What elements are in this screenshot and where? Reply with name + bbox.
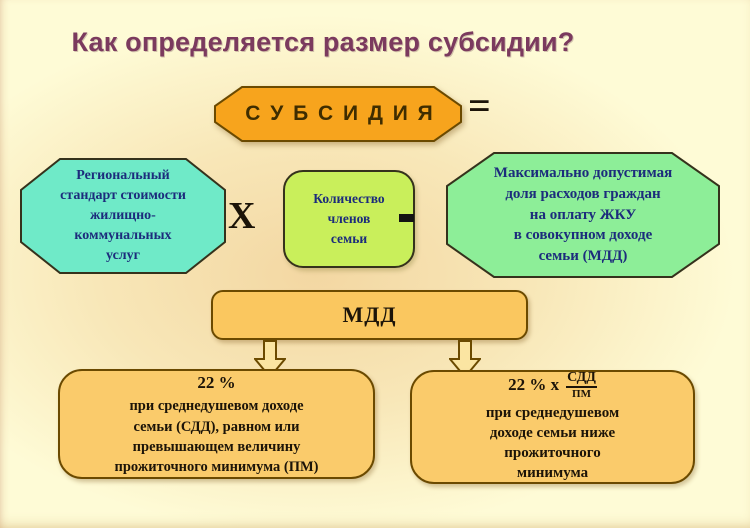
text-line: доля расходов граждан	[505, 185, 661, 202]
text-line: членов	[327, 210, 371, 226]
text-line: услуг	[106, 247, 140, 263]
regional-octagon	[20, 158, 226, 274]
text-line: минимума	[516, 465, 589, 482]
percent-value: 22 %	[197, 372, 236, 392]
multiply-sign: X	[228, 195, 256, 237]
fraction-numerator: СДД	[566, 370, 597, 388]
max-share-octagon	[446, 152, 720, 278]
text-line: семьи (СДД), равном или	[133, 418, 300, 435]
formula-prefix: 22 % х	[508, 374, 560, 394]
family-members-box: Количество членов семьи	[283, 170, 415, 268]
formula: 22 % х СДД ПМ	[508, 370, 597, 400]
text-line: при среднедушевом	[485, 404, 620, 421]
text-line: стандарт стоимости	[60, 188, 186, 204]
max-share-text: Максимально допустимая доля расходов гра…	[446, 152, 720, 278]
text-line: Количество	[313, 190, 385, 206]
subsidy-label: С У Б С И Д И Я	[245, 102, 435, 125]
regional-standard-shape: Региональный стандарт стоимости жилищно-…	[20, 158, 226, 274]
equals-sign: =	[468, 83, 491, 128]
text-line: Максимально допустимая	[493, 165, 673, 182]
fraction: СДД ПМ	[566, 370, 597, 400]
text-line: прожиточного минимума (ПМ)	[114, 459, 319, 476]
text-line: на оплату ЖКУ	[529, 206, 637, 223]
down-arrow-icon	[252, 340, 288, 379]
text-line: в совокупном доходе	[513, 227, 653, 244]
text-line: превышающем величину	[132, 438, 301, 455]
fraction-denominator: ПМ	[572, 387, 591, 400]
minus-sign	[399, 214, 414, 222]
text-line: при среднедушевом доходе	[129, 398, 304, 415]
text-line: прожиточного	[504, 445, 601, 461]
case-equal-or-above-box: 22 % при среднедушевом доходе семьи (СДД…	[58, 369, 375, 479]
text-line: доходе семьи ниже	[489, 424, 616, 441]
page-title: Как определяется размер субсидии?	[71, 27, 575, 57]
regional-standard-text: Региональный стандарт стоимости жилищно-…	[20, 158, 226, 274]
text-line: Региональный	[76, 168, 170, 184]
case-below-box: 22 % х СДД ПМ при среднедушевом доходе с…	[410, 370, 695, 484]
text-line: жилищно-	[90, 208, 156, 224]
mdd-label: МДД	[342, 302, 397, 327]
text-line: семьи	[330, 231, 368, 247]
subsidy-shape: С У Б С И Д И Я	[214, 86, 462, 142]
subsidy-octagon	[214, 86, 462, 142]
mdd-box: МДД	[211, 290, 528, 340]
text-line: коммунальных	[74, 227, 172, 243]
max-share-shape: Максимально допустимая доля расходов гра…	[446, 152, 720, 278]
down-arrow-icon	[447, 340, 483, 379]
text-line: семьи (МДД)	[538, 248, 628, 265]
